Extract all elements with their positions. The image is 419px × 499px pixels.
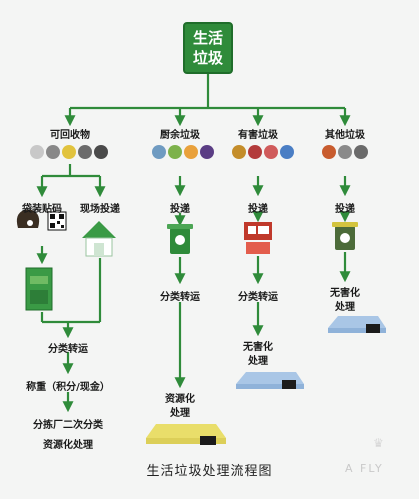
step-kitchen-1: 投递: [170, 204, 190, 215]
diagram-caption: 生活垃圾处理流程图: [146, 464, 273, 479]
recycling-station-icon: [25, 267, 53, 311]
metal-icon: [78, 145, 92, 159]
category-kitchen: 厨余垃圾: [160, 130, 200, 141]
can-icon: [62, 145, 76, 159]
clothes-icon: [94, 145, 108, 159]
yellow-facility-icon: [146, 424, 226, 445]
step-kitchen-4: 处理: [170, 408, 190, 419]
watermark-text: A FLY: [345, 462, 384, 475]
category-hazardous: 有害垃圾: [238, 130, 278, 141]
root-title-line2: 垃圾: [192, 49, 223, 67]
blue-facility-icon-1: [236, 372, 304, 389]
root-title-line1: 生活: [192, 29, 223, 47]
step-recyclable-4: 称重（积分/现金）: [26, 382, 110, 393]
food-scrap-icon: [200, 145, 214, 159]
step-hazardous-3: 无害化: [243, 342, 273, 353]
dust-icon: [354, 145, 368, 159]
house-icon: [82, 221, 116, 257]
category-recyclable: 可回收物: [50, 130, 90, 141]
paint-icon: [280, 145, 294, 159]
step-recyclable-3: 分类转运: [48, 344, 88, 355]
hazardous-bin-icon: [244, 222, 272, 254]
kitchen-bin-icon: [167, 224, 193, 254]
root-title-box: 生活 垃圾: [183, 22, 233, 74]
crown-watermark-icon: ♛: [373, 436, 384, 450]
qr-code-pattern: [50, 214, 64, 228]
step-recyclable-5: 分拣厂二次分类: [33, 420, 103, 431]
lamp-icon: [264, 145, 278, 159]
cup-icon: [322, 145, 336, 159]
step-other-2: 无害化: [330, 288, 360, 299]
step-recyclable-6: 资源化处理: [43, 440, 93, 451]
blue-facility-icon-2: [328, 316, 386, 333]
battery-icon: [232, 145, 246, 159]
tissue-icon: [338, 145, 352, 159]
step-recyclable-1: 袋装贴码: [22, 204, 62, 215]
vegetable-icon: [168, 145, 182, 159]
fruit-icon: [184, 145, 198, 159]
step-other-1: 投递: [335, 204, 355, 215]
paper-icon: [30, 145, 44, 159]
step-other-3: 处理: [335, 302, 355, 313]
step-hazardous-4: 处理: [248, 356, 268, 367]
step-kitchen-2: 分类转运: [160, 292, 200, 303]
bag-icon: [16, 210, 40, 228]
step-hazardous-2: 分类转运: [238, 292, 278, 303]
category-other: 其他垃圾: [325, 130, 365, 141]
step-kitchen-3: 资源化: [165, 394, 195, 405]
medicine-icon: [248, 145, 262, 159]
other-bin-icon: [332, 222, 358, 250]
fishbone-icon: [152, 145, 166, 159]
bottle-icon: [46, 145, 60, 159]
step-hazardous-1: 投递: [248, 204, 268, 215]
step-recyclable-2: 现场投递: [80, 204, 120, 215]
